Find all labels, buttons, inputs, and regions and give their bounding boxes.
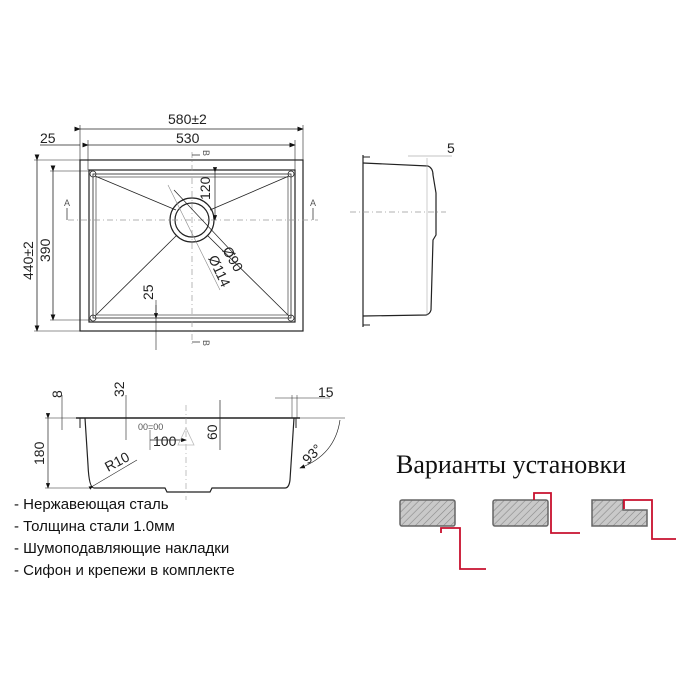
- feature-item: - Шумоподавляющие накладки: [14, 540, 230, 557]
- dim-angle: 93°: [299, 441, 325, 467]
- dim-overall-depth: 440±2: [20, 241, 36, 280]
- variant-flush: [492, 492, 580, 534]
- section-a-left: A: [64, 198, 70, 208]
- overflow-symbol: 00=00: [138, 422, 163, 432]
- dim-bowl-depth: 390: [37, 238, 53, 262]
- plan-view: [34, 125, 318, 350]
- dim-overflow-pos: 100: [153, 433, 177, 449]
- dim-rim: 15: [318, 384, 334, 400]
- feature-item: - Сифон и крепежи в комплекте: [14, 562, 235, 579]
- dim-lip: 5: [447, 140, 455, 156]
- section-b-top: B: [201, 150, 211, 156]
- feature-item: - Нержавеющая сталь: [14, 496, 169, 513]
- dim-overflow-offset: 32: [111, 381, 127, 397]
- variant-undermount: [399, 499, 486, 570]
- side-view: [350, 155, 452, 327]
- dim-radius: R10: [102, 448, 132, 474]
- section-b-bottom: B: [201, 340, 211, 346]
- plan-dim-labels: 580±2 530 25 440±2 390 120 25 Ø90 Ø114 A…: [20, 111, 316, 346]
- dim-depth: 180: [31, 441, 47, 465]
- section-a-right: A: [310, 198, 316, 208]
- dim-flange-thk: 8: [49, 390, 65, 398]
- installation-variants: [399, 492, 676, 570]
- section-view: [45, 395, 345, 500]
- variant-rebated: [591, 499, 676, 540]
- dim-overflow-height: 60: [204, 424, 220, 440]
- dim-bowl-width: 530: [176, 130, 200, 146]
- installation-title: Варианты установки: [396, 450, 627, 479]
- feature-list: - Нержавеющая сталь - Толщина стали 1.0м…: [14, 494, 235, 582]
- dim-bottom-offset: 25: [140, 284, 156, 300]
- dim-drain-offset: 120: [197, 176, 213, 200]
- dim-overall-width: 580±2: [168, 111, 207, 127]
- section-dim-labels: 8 32 180 R10 100 60 15 93° 00=00: [31, 381, 334, 474]
- feature-item: - Толщина стали 1.0мм: [14, 518, 175, 535]
- dim-flange: 25: [40, 130, 56, 146]
